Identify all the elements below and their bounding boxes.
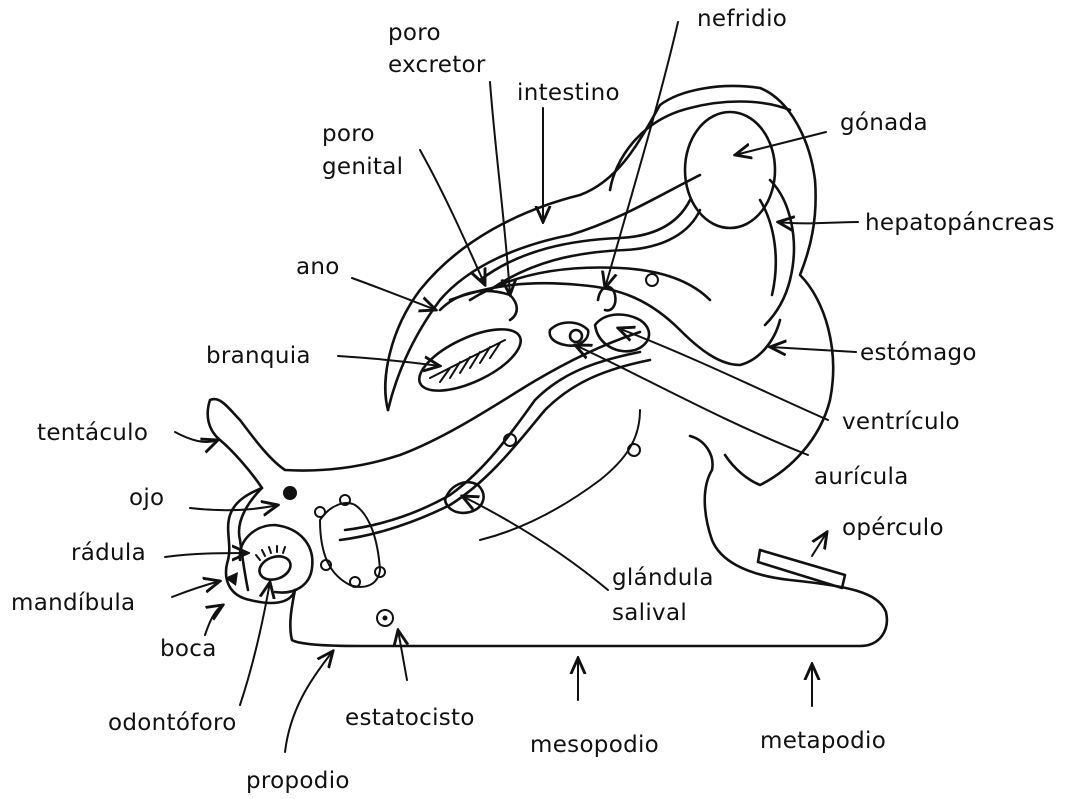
hepatopancreas-inner xyxy=(760,200,776,295)
nerve-ring xyxy=(315,495,385,587)
label-mesopodio: mesopodio xyxy=(530,732,659,758)
nerve-cord xyxy=(480,410,640,540)
nephridium-pore xyxy=(646,274,658,286)
foot-outline xyxy=(290,436,887,646)
stomach-outline xyxy=(680,320,780,365)
label-radula: rádula xyxy=(71,540,146,566)
label-hepatopancreas: hepatopáncreas xyxy=(865,210,1055,236)
hepatopancreas-outline xyxy=(765,180,794,325)
label-poro-excretor-line2: excretor xyxy=(388,52,486,78)
gill xyxy=(411,317,529,403)
labels: poro excretor nefridio intestino poro ge… xyxy=(11,6,1055,794)
label-estatocisto: estatocisto xyxy=(345,705,475,731)
gill-stripes xyxy=(430,340,505,382)
odontophore xyxy=(256,552,294,584)
label-branquia: branquia xyxy=(206,343,311,369)
label-ventriculo: ventrículo xyxy=(842,409,960,435)
heart-node xyxy=(570,330,582,342)
ganglion-2 xyxy=(628,444,640,456)
label-intestino: intestino xyxy=(517,80,620,106)
neck-outline xyxy=(239,488,262,590)
buccal-cavity xyxy=(240,525,313,593)
label-estomago: estómago xyxy=(860,340,977,366)
label-nefridio: nefridio xyxy=(697,6,787,32)
label-ojo: ojo xyxy=(129,485,164,511)
label-tentaculo: tentáculo xyxy=(37,420,148,446)
label-glandula-salival-line1: glándula xyxy=(612,565,714,591)
label-gonada: gónada xyxy=(840,110,928,136)
esophagus-2 xyxy=(345,352,640,530)
label-poro-genital-line2: genital xyxy=(322,154,403,180)
label-propodio: propodio xyxy=(246,768,350,794)
eye xyxy=(283,486,297,500)
label-poro-genital-line1: poro xyxy=(322,121,375,147)
label-boca: boca xyxy=(160,636,217,662)
leader-lines xyxy=(165,22,858,752)
label-auricula: aurícula xyxy=(814,464,909,490)
label-mandibula: mandíbula xyxy=(11,590,135,616)
label-metapodio: metapodio xyxy=(760,728,886,754)
nephridium xyxy=(598,287,615,311)
label-poro-excretor-line1: poro xyxy=(388,20,441,46)
label-glandula-salival-line2: salival xyxy=(612,600,687,626)
label-odontoforo: odontóforo xyxy=(108,710,237,736)
statocyst-core xyxy=(383,616,388,621)
label-operculo: opérculo xyxy=(842,515,944,541)
label-ano: ano xyxy=(296,254,340,280)
